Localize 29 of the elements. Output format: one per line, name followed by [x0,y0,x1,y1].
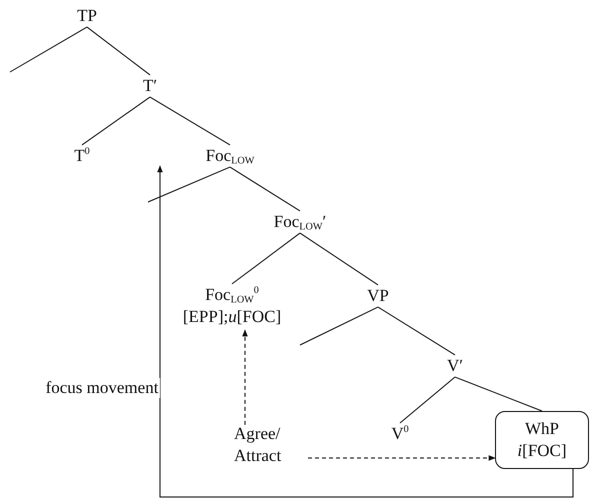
category-label: Foc$_{LOW}$ [206,144,254,168]
tree-branch [232,232,300,284]
feature-label: [EPP];u[FOC] [182,306,282,328]
tree-branch [86,26,150,76]
feature-label: i[FOC] [516,440,568,462]
tree-branch [400,376,456,424]
highlight-box [495,411,589,469]
category-label: WhP [524,418,560,440]
tree-branch [150,96,230,146]
category-label: V$^{0}$ [391,422,409,446]
category-label: TP [77,4,97,28]
tree-branch [148,166,230,202]
tree-branch [230,166,300,212]
edge-label: focus movement [44,378,160,398]
category-label: T′ [142,74,158,98]
arrow [157,165,574,498]
tree-branch [378,306,456,356]
tree-branch [82,96,150,146]
category-label: T$^{0}$ [74,144,90,168]
tree-branch [300,306,378,346]
category-label: Foc$_{LOW}$′ [274,210,326,234]
category-label: Agree/ Attract [234,422,306,468]
tree-branch [300,232,378,286]
category-label: VP [367,284,389,308]
tree-branch [454,376,542,412]
arrow [242,329,248,426]
arrow [308,455,496,461]
category-label: V′ [447,354,463,378]
tree-branch [10,26,88,72]
